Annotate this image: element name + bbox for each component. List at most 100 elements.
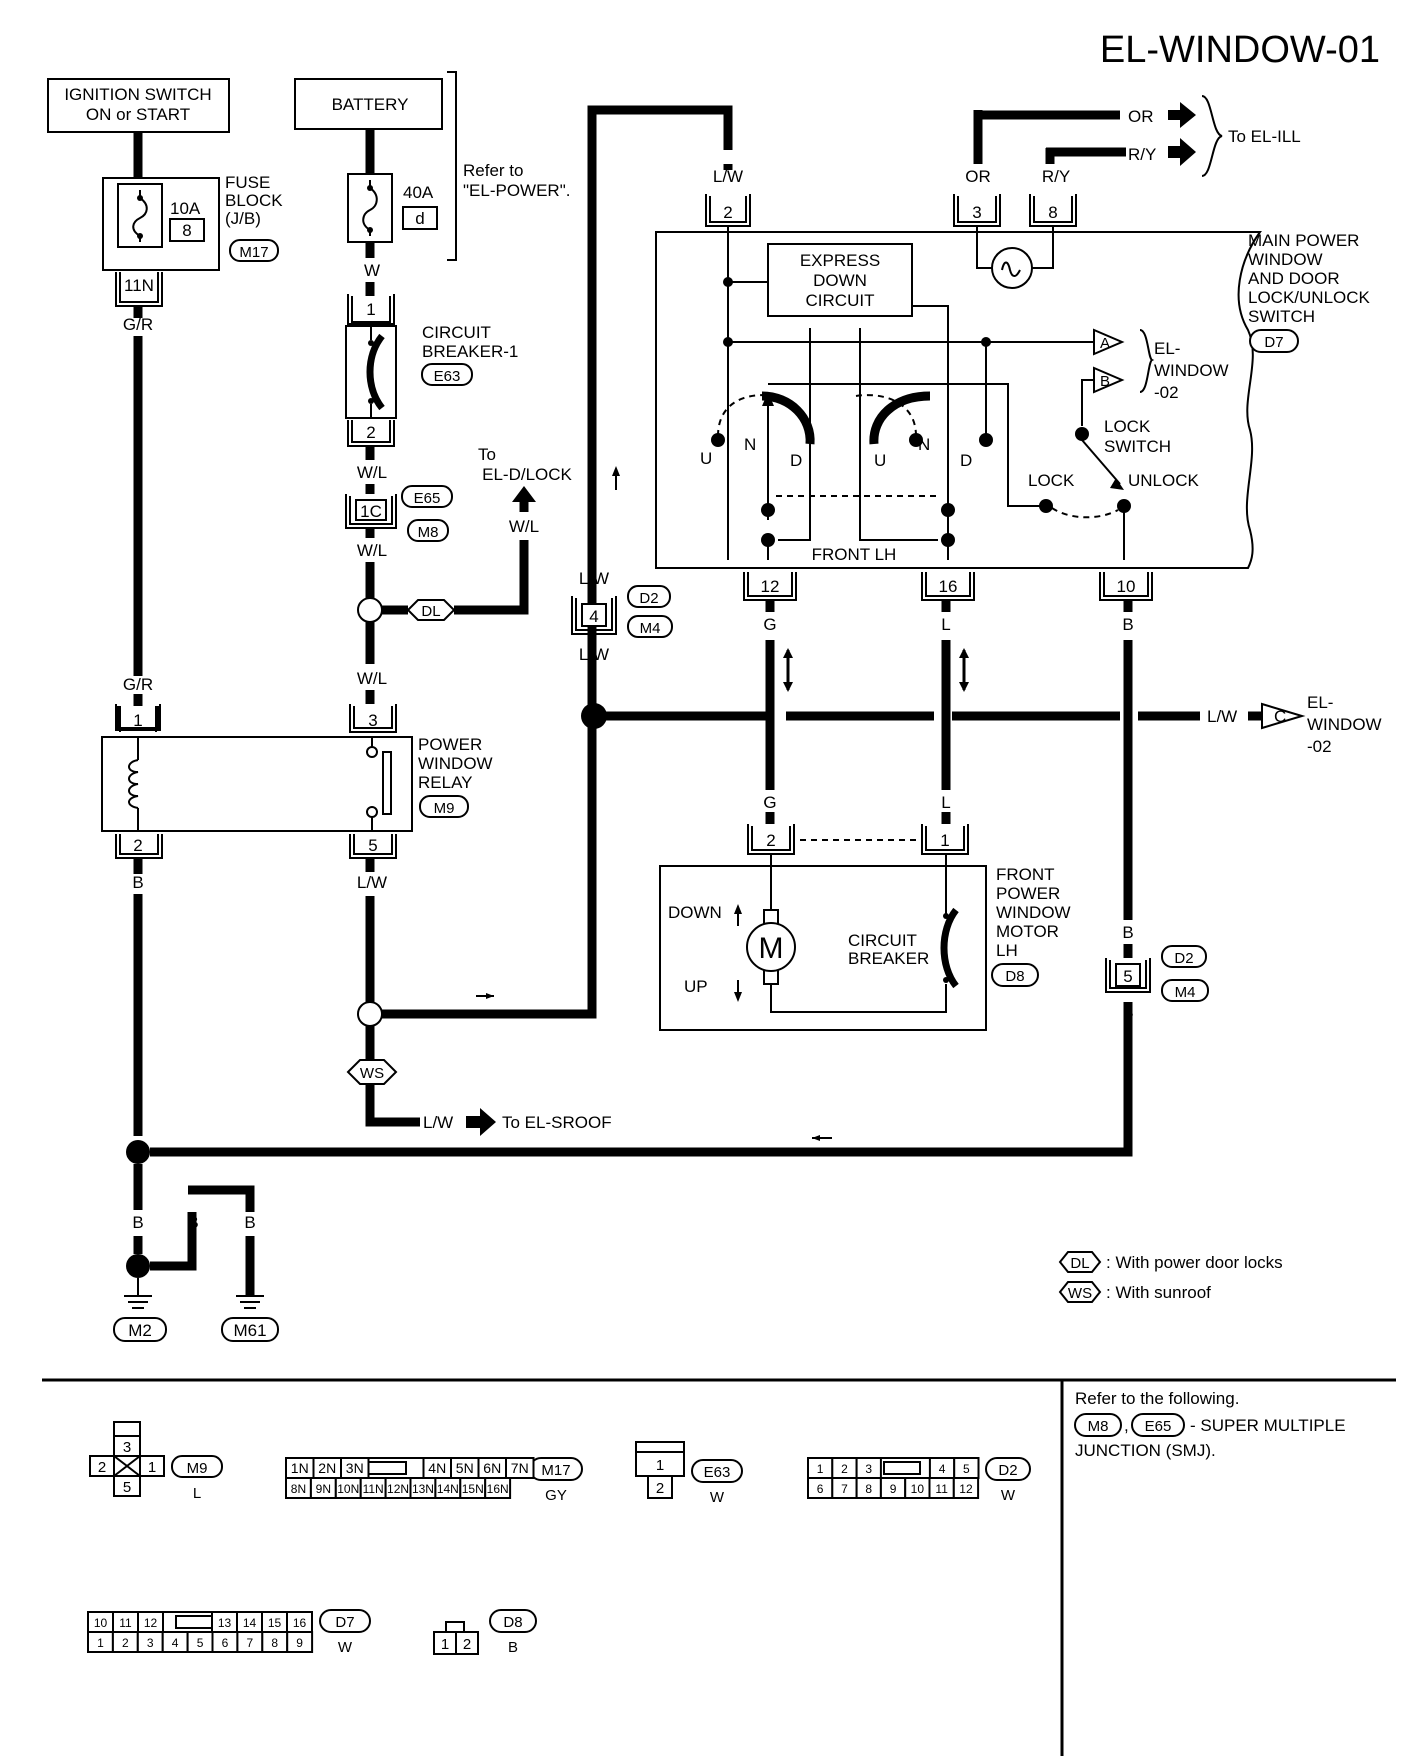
svg-text:2: 2 (766, 831, 775, 850)
svg-text:POWER: POWER (996, 884, 1060, 903)
svg-text:POWER: POWER (418, 735, 482, 754)
pin-d2-6: 6 (817, 1482, 824, 1496)
svg-text:FRONT LH: FRONT LH (812, 545, 897, 564)
svg-text:8: 8 (182, 221, 191, 240)
svg-text:SWITCH: SWITCH (1248, 307, 1315, 326)
pin-m17-16N: 16N (487, 1482, 509, 1496)
wire-label-b-relay: B (132, 873, 143, 892)
pin-m17-11N: 11N (363, 1482, 384, 1496)
fuse-block-10a: 10A 8 FUSE BLOCK (J/B) M17 11N (102, 173, 283, 307)
pin-m17-12N: 12N (387, 1482, 409, 1496)
svg-text:1: 1 (940, 831, 949, 850)
pin-d7-12: 12 (144, 1616, 158, 1630)
svg-text:UNLOCK: UNLOCK (1128, 471, 1200, 490)
svg-text:FUSE: FUSE (225, 173, 270, 192)
svg-text:M4: M4 (640, 620, 661, 637)
svg-text:N: N (918, 435, 930, 454)
svg-text:DOWN: DOWN (813, 271, 867, 290)
wire-label-wl-3: W/L (357, 669, 387, 688)
svg-text:16: 16 (939, 577, 958, 596)
wire-label-or-top: OR (965, 167, 991, 186)
pin-d7-10: 10 (94, 1616, 108, 1630)
pin-m17-3N: 3N (346, 1460, 364, 1476)
svg-text:E63: E63 (704, 1464, 731, 1481)
wire-label-l-1: L (941, 615, 950, 634)
svg-text:DOWN: DOWN (668, 903, 722, 922)
svg-text:SWITCH: SWITCH (1104, 437, 1171, 456)
svg-text:1: 1 (133, 711, 142, 730)
pin-m17-8N: 8N (291, 1482, 306, 1496)
front-power-window-motor: 2 1 M DOWN UP CIRCUIT BREAKER FRONT POWE… (659, 824, 1071, 1031)
svg-text:d: d (415, 209, 424, 228)
svg-text:: With sunroof: : With sunroof (1106, 1283, 1211, 1302)
svg-text:GY: GY (545, 1487, 567, 1504)
svg-text:MAIN POWER: MAIN POWER (1248, 231, 1359, 250)
svg-text:EXPRESS: EXPRESS (800, 251, 880, 270)
pin-m17-13N: 13N (412, 1482, 434, 1496)
svg-text:M17: M17 (239, 244, 268, 261)
connector-e63: 1 2 E63 W (635, 1441, 743, 1506)
page-title: EL-WINDOW-01 (1100, 29, 1380, 71)
svg-text:WINDOW: WINDOW (1154, 361, 1229, 380)
svg-text:D2: D2 (1174, 950, 1193, 967)
pin-d2-2: 2 (841, 1462, 848, 1476)
svg-text:M17: M17 (541, 1462, 570, 1479)
svg-text:LH: LH (996, 941, 1018, 960)
pin-d2-8: 8 (865, 1482, 872, 1496)
d2-m4-connector-4: 4 D2 M4 (571, 585, 673, 638)
connector-d8: 1 2 D8 B (433, 1609, 537, 1656)
pin-d2-11: 11 (935, 1482, 948, 1496)
svg-text:1: 1 (656, 1457, 664, 1474)
wire-label-gr-bottom: G/R (123, 675, 153, 694)
svg-text:M9: M9 (434, 800, 455, 817)
svg-text:2: 2 (133, 836, 142, 855)
svg-text:E65: E65 (1145, 1418, 1172, 1435)
svg-text:- SUPER MULTIPLE: - SUPER MULTIPLE (1190, 1416, 1346, 1435)
svg-text:UP: UP (684, 977, 708, 996)
svg-text:,: , (1124, 1416, 1129, 1435)
pin-d7-13: 13 (218, 1616, 232, 1630)
svg-text:1: 1 (366, 300, 375, 319)
svg-text:C: C (1274, 707, 1286, 726)
svg-text:A: A (1100, 335, 1110, 352)
ws-tag: WS (346, 1059, 398, 1085)
pin-d7-8: 8 (271, 1636, 278, 1650)
refer-to-el-power: Refer to (463, 161, 523, 180)
svg-text:EL-: EL- (1154, 339, 1180, 358)
svg-text:2: 2 (366, 423, 375, 442)
ground-m2: M2 (128, 1321, 152, 1340)
svg-text:D2: D2 (639, 590, 658, 607)
ref-c-arrow: C (1261, 702, 1306, 730)
wire-label-b-d2: B (1122, 923, 1133, 942)
svg-text:E63: E63 (434, 368, 461, 385)
wire-label-b-g1: B (132, 1213, 143, 1232)
svg-text:BREAKER: BREAKER (848, 949, 929, 968)
pin-d2-9: 9 (890, 1482, 897, 1496)
svg-text:3: 3 (368, 711, 377, 730)
pin-m17-15N: 15N (462, 1482, 484, 1496)
wire-label-lw-v1: L/W (579, 569, 609, 588)
svg-text:JUNCTION (SMJ).: JUNCTION (SMJ). (1075, 1441, 1216, 1460)
svg-text:FRONT: FRONT (996, 865, 1055, 884)
pin-d7-4: 4 (172, 1636, 179, 1650)
to-el-ill: To EL-ILL (1228, 127, 1301, 146)
svg-text:1C: 1C (360, 502, 382, 521)
pin-m17-1N: 1N (291, 1460, 309, 1476)
battery: BATTERY (294, 78, 443, 130)
pin-d7-9: 9 (296, 1636, 303, 1650)
to-ill-or: OR (1128, 107, 1154, 126)
svg-text:M8: M8 (1088, 1418, 1109, 1435)
svg-text:2: 2 (656, 1480, 664, 1497)
svg-text:BLOCK: BLOCK (225, 191, 283, 210)
svg-text:M4: M4 (1175, 984, 1196, 1001)
svg-text:D: D (960, 451, 972, 470)
to-el-sroof: To EL-SROOF (502, 1113, 612, 1132)
svg-text:3: 3 (123, 1439, 131, 1456)
d2-m4-connector-5: 5 D2 M4 (1105, 945, 1209, 1002)
svg-text:DL: DL (1070, 1255, 1089, 1272)
svg-text:2: 2 (98, 1459, 106, 1476)
svg-text:WINDOW: WINDOW (996, 903, 1071, 922)
svg-text:M: M (759, 932, 784, 965)
